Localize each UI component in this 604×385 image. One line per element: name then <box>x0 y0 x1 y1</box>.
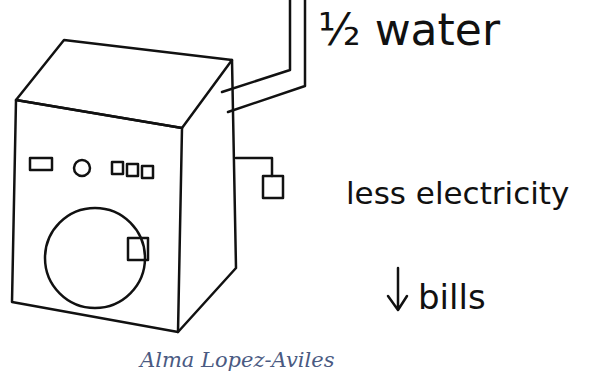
panel-display <box>30 158 52 170</box>
power-plug <box>263 176 283 198</box>
machine-top <box>16 40 232 128</box>
machine-front <box>12 100 182 332</box>
panel-button <box>112 162 123 174</box>
water-pipe <box>222 0 290 92</box>
bills-label: bills <box>418 280 486 314</box>
water-label: ½ water <box>318 8 500 52</box>
electricity-label: less electricity <box>346 178 569 209</box>
down-arrow <box>388 268 407 310</box>
door-latch <box>128 238 148 260</box>
water-pipe <box>228 0 305 112</box>
panel-knob <box>74 160 90 176</box>
panel-button <box>142 166 153 178</box>
author-signature: Alma Lopez-Aviles <box>140 350 334 371</box>
machine-door <box>45 208 145 308</box>
machine-side <box>178 60 236 332</box>
panel-button <box>127 164 138 176</box>
power-cord <box>236 158 272 176</box>
